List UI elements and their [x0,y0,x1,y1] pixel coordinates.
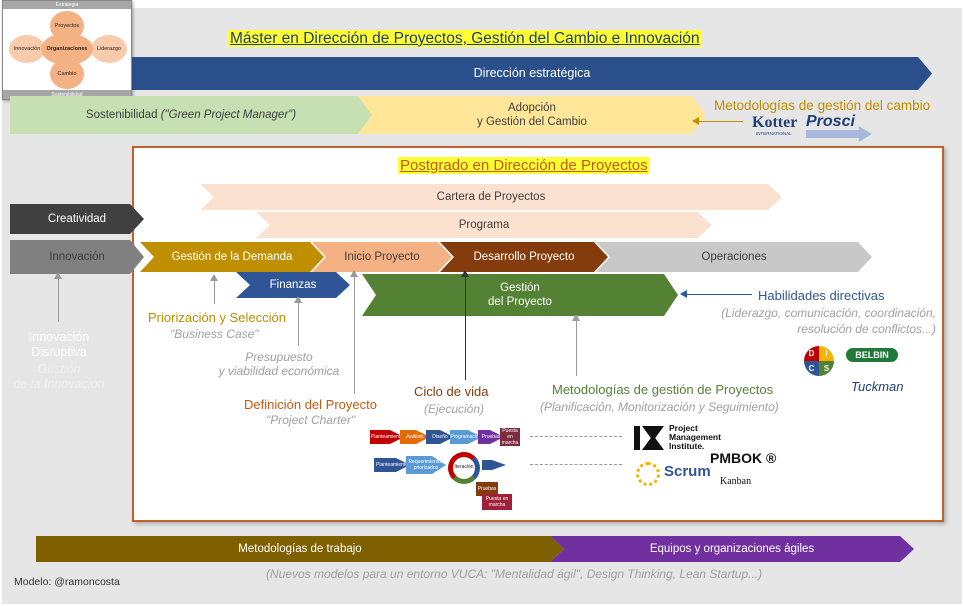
kotter-logo-subtitle: INTERNATIONAL [756,131,792,136]
prosci-arrow-icon [806,126,872,142]
tuckman-label: Tuckman [851,379,904,394]
pointer-habilidades-arrowhead-icon [680,290,687,298]
programa-chevron: Programa [256,212,712,238]
finanzas-chevron: Finanzas [236,272,350,298]
nuevos-modelos-label: (Nuevos modelos para un entorno VUCA: "M… [266,567,763,581]
pmi-logo-icon [634,426,664,450]
ciclo-vida-label: Ciclo de vida [414,384,489,399]
ciclo-vida-diagram: Planteamiento Análisis Diseño Programaci… [370,426,530,512]
inicio-proyecto-chevron: Inicio Proyecto [312,242,452,272]
thumbnail-diagram: Estrategia Sostenibilidad Proyectos Inno… [2,0,132,100]
thumbnail-circle-organizaciones: Organizaciones [41,33,93,65]
gestion-demanda-chevron: Gestión de la Demanda [140,242,324,272]
innovacion-arrow: Innovación [10,240,144,274]
disc-s: S [819,361,834,376]
cv-step3-pruebas: Pruebas [476,482,498,496]
cv-iteracion-label: Iteración [454,464,474,470]
pointer-ciclo-vida [461,270,469,380]
kotter-arrowhead-icon [692,117,699,125]
cv-step2-planteamiento: Planteamiento [374,458,410,472]
business-case-label: "Business Case" [170,327,259,341]
pointer-priorizacion [210,274,218,304]
kotter-logo: Kotter [752,114,798,131]
scrum-logo: Scrum [664,463,711,480]
gestion-innovacion-label: Gestión de la Innovación [13,362,105,391]
pointer-metodologias [572,314,580,376]
metodologias-proyectos-label: Metodologías de gestión de Proyectos [552,382,774,397]
belbin-logo: BELBIN [846,348,898,362]
dashed-connector-scrum [530,464,622,465]
cartera-proyectos-chevron: Cartera de Proyectos [200,184,782,210]
innovacion-disruptiva-label: Innovación Disruptiva [28,330,90,359]
scrum-logo-icon [636,462,660,486]
prosci-logo: Prosci [806,113,855,130]
kotter-arrow [698,121,743,122]
ejecucion-label: (Ejecución) [424,402,485,416]
cv-iteracion-cycle-icon [448,452,480,484]
planificacion-label: (Planificación, Monitorización y Seguimi… [540,400,779,414]
cv-step-puesta-marcha: Puesta en marcha [500,428,520,446]
adopcion-chevron: Adopción y Gestión del Cambio [358,96,706,134]
cv-step-analisis: Análisis [400,430,430,444]
cv-step3-puesta-marcha: Puesta en marcha [482,494,512,510]
postgrado-title: Postgrado en Dirección de Proyectos [398,157,650,174]
operaciones-chevron: Operaciones [596,242,872,272]
habilidades-label: Habilidades directivas [758,288,885,303]
equipos-agiles-chevron: Equipos y organizaciones ágiles [550,536,914,562]
thumbnail-circle-liderazgo: Liderazgo [91,35,127,63]
disc-logo: D I C S [804,346,834,376]
metodologias-cambio-label: Metodologías de gestión del cambio [714,98,931,113]
pmbok-label: PMBOK ® [710,450,777,466]
thumbnail-bottom-band: Sostenibilidad [3,90,131,99]
pmi-logo-shape [642,426,664,450]
pointer-habilidades [686,294,752,295]
metodologias-trabajo-arrow: Metodologías de trabajo [36,536,564,562]
creatividad-arrow: Creatividad [10,204,144,234]
project-charter-label: "Project Charter" [266,413,356,427]
thumbnail-circle-innovacion: Innovación [9,35,45,63]
modelo-credit-label: Modelo: @ramoncosta [14,576,120,588]
definicion-label: Definición del Proyecto [244,397,377,412]
direccion-estrategica-arrow: Dirección estratégica [132,57,932,90]
thumbnail-top-band: Estrategia [3,1,131,9]
priorizacion-label: Priorización y Selección [148,310,287,325]
gestion-proyecto-chevron: Gestión del Proyecto [362,274,678,316]
disc-i: I [819,346,834,361]
cv-step-programacion: Programación [450,430,482,444]
dashed-connector-pmi [530,436,622,437]
disc-c: C [804,361,819,376]
cv-step-diseno: Diseño [426,430,454,444]
cv-iteracion-output-arrow [482,460,506,470]
cv-step2-requerimientos: Requerimientos priorizados [406,456,446,474]
sostenibilidad-arrow: Sostenibilidad ("Green Project Manager") [10,96,372,134]
pmi-logo-text: Project Management Institute. [669,423,721,451]
disc-d: D [804,346,819,361]
habilidades-detalle-label: (Liderazgo, comunicación, coordinación, … [721,306,936,336]
presupuesto-label: Presupuesto y viabilidad económica [218,350,340,379]
desarrollo-proyecto-chevron: Desarrollo Proyecto [440,242,608,272]
cv-step-planteamiento: Planteamiento [370,430,404,444]
main-title: Máster en Dirección de Proyectos, Gestió… [228,30,702,47]
pointer-innovacion-disruptiva [54,272,62,322]
pmi-logo-bar [634,426,640,450]
pointer-definicion [350,270,358,394]
kanban-label: Kanban [720,476,752,487]
pointer-presupuesto [294,296,302,346]
